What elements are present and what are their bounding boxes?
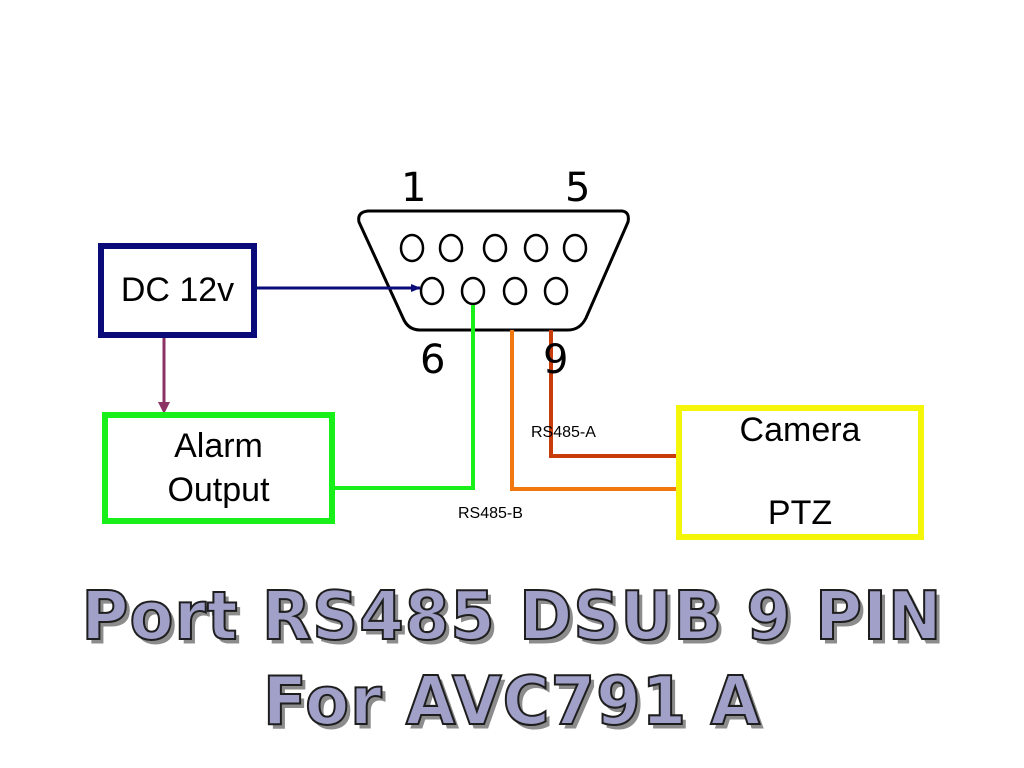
alarm-output-box: Alarm Output [102, 412, 335, 524]
alarm-output-label-line1: Alarm [174, 427, 263, 465]
pin-label-9: 9 [543, 337, 569, 383]
pin-label-6: 6 [420, 337, 446, 383]
rs485-b-label: RS485-B [458, 505, 523, 522]
pin-4 [523, 233, 549, 263]
pin-3 [482, 233, 508, 263]
rs485-a-label: RS485-A [531, 424, 596, 441]
camera-label: Camera [739, 411, 861, 449]
pin-1 [399, 233, 425, 263]
alarm-output-label-line2: Output [167, 471, 270, 509]
dc-to-alarm-arrowhead [158, 402, 170, 414]
ptz-label: PTZ [767, 494, 833, 532]
pin-6 [419, 276, 445, 306]
pin-8 [502, 276, 528, 306]
dc-12v-label: DC 12v [120, 271, 235, 309]
pin-2 [438, 233, 464, 263]
title-line-1: Port RS485 DSUB 9 PIN [81, 577, 943, 657]
pin-row-bottom [419, 276, 569, 306]
alarm-wire [335, 305, 475, 490]
pin-7 [460, 276, 486, 306]
rs485-a-wire [549, 330, 676, 458]
pin-label-5: 5 [565, 165, 591, 211]
rs485-b-wire [510, 330, 680, 491]
db9-connector-shell [357, 209, 630, 332]
dc-12v-box: DC 12v [98, 243, 257, 338]
camera-ptz-box: Camera PTZ [676, 405, 924, 540]
pin-label-1: 1 [401, 165, 427, 211]
pin-row-top [399, 233, 588, 263]
pin-9 [543, 276, 569, 306]
title-line-2: For AVC791 A [262, 662, 762, 742]
pin-5 [562, 233, 588, 263]
